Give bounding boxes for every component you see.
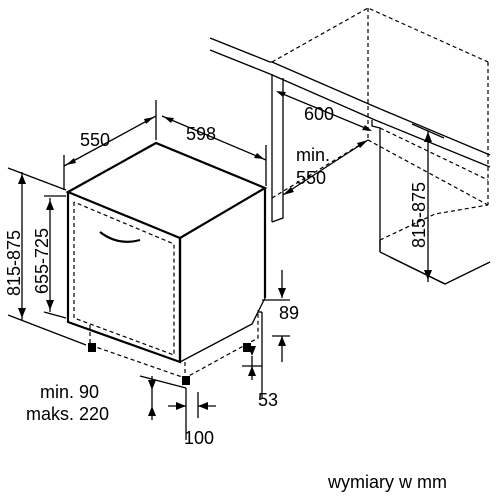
front-min-label: min. 90 — [40, 382, 99, 402]
foot-back-right — [243, 343, 251, 352]
height-body-label: 655-725 — [32, 228, 52, 294]
depth-dimension: 550 — [63, 100, 157, 190]
left-height-dimensions: 815-875 655-725 — [4, 167, 87, 346]
front-dimensions: min. 90 maks. 220 100 — [26, 375, 216, 448]
height-total-label: 815-875 — [4, 230, 24, 296]
niche-width-label: 600 — [304, 104, 334, 124]
front-max-label: maks. 220 — [26, 404, 109, 424]
niche-depth-min-label: min. — [296, 145, 330, 165]
foot-100-label: 100 — [184, 428, 214, 448]
niche-width-dimension: 600 — [276, 91, 372, 131]
niche-outline — [209, 7, 491, 285]
niche-height-dimension: 815-875 — [409, 123, 445, 282]
niche-depth-dimension: min. 550 — [282, 139, 369, 196]
niche-depth-label: 550 — [296, 168, 326, 188]
units-note: wymiary w mm — [327, 472, 447, 492]
plinth-dimensions: 89 53 — [242, 270, 299, 410]
plinth-89-label: 89 — [279, 303, 299, 323]
depth-label: 550 — [80, 130, 110, 150]
width-label: 598 — [186, 124, 216, 144]
plinth-53-label: 53 — [258, 390, 278, 410]
foot-front-left — [88, 343, 96, 352]
width-dimension: 598 — [161, 115, 267, 186]
dishwasher-body — [65, 141, 268, 385]
foot-front-right — [182, 376, 190, 385]
niche-height-label: 815-875 — [409, 182, 429, 248]
door-handle — [99, 231, 141, 243]
